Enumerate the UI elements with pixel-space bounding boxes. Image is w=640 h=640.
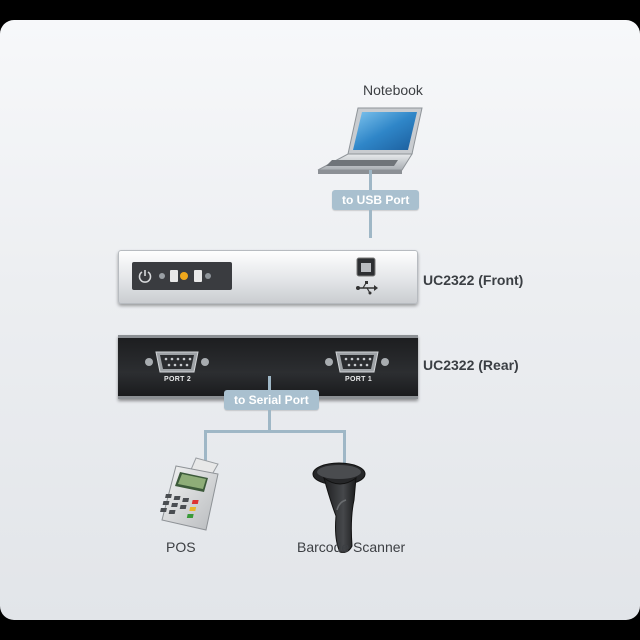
serial-cable-scanner xyxy=(343,430,346,466)
serial-port-2-icon xyxy=(145,351,209,373)
usb-port-tag: to USB Port xyxy=(332,190,420,210)
front-panel-label: UC2322 (Front) xyxy=(423,272,524,288)
usb-cable-upper xyxy=(369,170,372,202)
rear-panel-label: UC2322 (Rear) xyxy=(423,357,519,373)
usb-cable-lower xyxy=(369,210,372,238)
pos-terminal-icon xyxy=(160,457,219,531)
port-2-led-icon xyxy=(194,270,211,282)
serial-cable-lower xyxy=(268,410,271,432)
status-led-icon xyxy=(159,273,165,279)
serial-cable-upper xyxy=(268,376,271,400)
port-1-label: PORT 1 xyxy=(345,376,373,383)
notebook-label: Notebook xyxy=(363,82,423,98)
serial-port-1-icon xyxy=(325,351,389,373)
power-icon xyxy=(138,270,152,283)
scanner-label: Barcode Scanner xyxy=(297,539,406,555)
laptop-icon xyxy=(317,107,423,174)
led-plate xyxy=(132,262,232,290)
usb-b-port-icon xyxy=(356,257,378,295)
pos-label: POS xyxy=(166,539,196,555)
port-2-label: PORT 2 xyxy=(164,376,192,383)
diagram-panel: Notebook to USB Port xyxy=(0,20,640,620)
port-1-led-icon xyxy=(170,270,188,282)
serial-port-tag: to Serial Port xyxy=(224,390,319,410)
serial-cable-split xyxy=(204,430,346,433)
uc2322-front-panel xyxy=(118,250,418,304)
barcode-scanner-icon xyxy=(312,462,366,553)
serial-cable-pos xyxy=(204,430,207,466)
